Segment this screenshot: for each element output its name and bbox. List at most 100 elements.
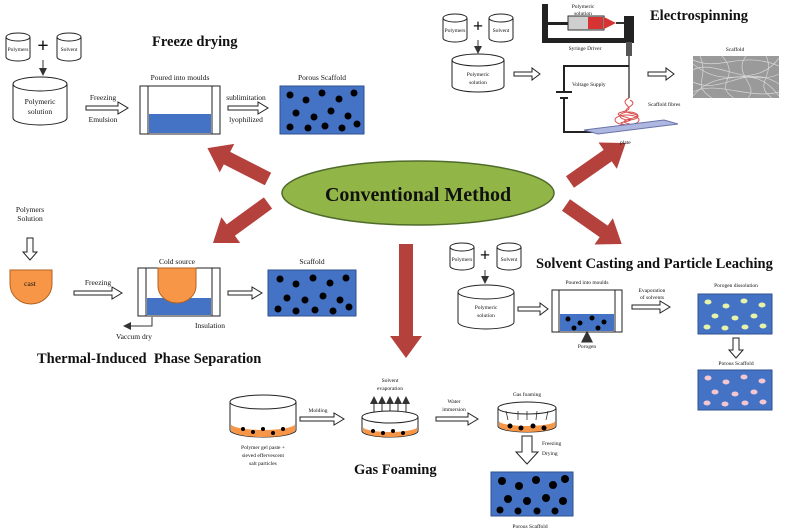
porogen-dissolution-label: Porogen dissolution [714, 283, 758, 289]
water-label-1: Water [448, 399, 461, 405]
porous-scaffold-block [279, 85, 365, 135]
step-sublimitation: sublimitation [226, 93, 266, 102]
hollow-arrow [513, 67, 541, 81]
step-emulsion: Emulsion [89, 115, 118, 124]
conventional-method-node: Conventional Method [281, 160, 555, 226]
fibre-scaffold-image [692, 55, 780, 99]
paste-dish [229, 394, 297, 438]
syringe-driver-label: Syringe Driver [569, 46, 602, 52]
hollow-arrow [299, 412, 345, 426]
vacuum-arrow [123, 317, 153, 330]
hollow-arrow [227, 101, 269, 115]
center-title: Conventional Method [325, 184, 511, 206]
solvent-evap-label-2: evaporation [377, 386, 403, 392]
sc-polymers-cylinder: Polymers [449, 242, 475, 271]
arrow-to-electrospinning [565, 142, 626, 188]
plus-icon: + [37, 35, 48, 57]
sc-mould [551, 289, 623, 333]
gf-scaffold-block [490, 471, 574, 517]
paste-label-2: sieved effervescent [242, 452, 285, 459]
electrospinning-title: Electrospinning [650, 8, 749, 24]
solvent-casting-section: Polymers + Solvent Solvent Casting and P… [449, 242, 774, 411]
gas-foaming-section: Polymer gel paste + sieved effervescent … [229, 378, 574, 530]
arrow-to-gas-foaming [390, 244, 422, 358]
hollow-arrow [435, 412, 479, 426]
es-scaffold-label: Scaffold [726, 46, 745, 53]
es-polymers-cylinder: Polymers [442, 13, 468, 43]
paste-label-1: Polymer gel paste + [241, 445, 285, 451]
cast-label: cast [24, 279, 37, 288]
cold-source-block [157, 267, 197, 304]
syringe-solution-label-2: solution [574, 11, 592, 17]
scaffold-fibres-label: Scaffold fibres [648, 101, 680, 108]
es-polymers-label: Polymers [445, 28, 466, 34]
tips-liquid [147, 298, 211, 315]
gf-porous-scaffold-label: Porous Scaffold [512, 523, 547, 530]
arrow-to-tips [212, 197, 273, 243]
sc-polymeric-label-2: solution [477, 313, 495, 319]
tips-polymers-label-2: Solution [17, 214, 43, 223]
sc-porous-scaffold-block [697, 369, 773, 411]
drying-label: Drying [542, 451, 558, 457]
hollow-arrow [227, 286, 263, 300]
sc-polymers-label: Polymers [452, 257, 473, 263]
voltage-circuit [556, 65, 629, 133]
polymers-label: Polymers [8, 47, 29, 53]
syringe-solution-label-1: Polymeric [572, 4, 595, 10]
gas-foaming-dish [497, 401, 557, 433]
polymeric-solution-cylinder: Polymeric solution [12, 76, 68, 126]
arrow-to-freeze-drying [207, 143, 272, 186]
polymeric-solution-label-1: Polymeric [25, 97, 56, 106]
tips-freezing-label: Freezing [85, 278, 111, 287]
hollow-arrow-down [727, 337, 745, 359]
collector-plate [583, 119, 679, 135]
polymers-cylinder: Polymers [5, 32, 31, 62]
arrow-to-solvent-casting [561, 199, 622, 245]
cold-source-label: Cold source [159, 257, 196, 266]
water-label-2: immersion [442, 407, 466, 413]
sc-polymeric-solution-cylinder: Polymeric solution [457, 284, 515, 330]
freeze-drying-title: Freeze drying [152, 34, 238, 50]
hollow-arrow-down [21, 237, 39, 261]
electrospinning-section: Electrospinning Polymers + Solvent Polym… [442, 4, 780, 146]
es-solvent-label: Solvent [493, 28, 510, 34]
plus-icon: + [480, 245, 490, 265]
solvent-label: Solvent [61, 47, 78, 53]
tips-scaffold-label: Scaffold [299, 257, 325, 266]
hollow-arrow [85, 101, 129, 115]
porogen-dissolution-block [697, 293, 773, 335]
sc-solvent-cylinder: Solvent [496, 242, 522, 271]
solvent-evap-label-1: Solvent [382, 378, 399, 384]
es-solvent-cylinder: Solvent [488, 13, 514, 43]
step-freezing: Freezing [90, 93, 116, 102]
evaporation-label-2: of solvents [640, 294, 664, 301]
hollow-arrow [631, 300, 671, 314]
tips-title: Thermal-Induced Phase Separation [37, 351, 261, 367]
tips-section: Polymers Solution cast Freezing Cold sou… [9, 205, 357, 367]
es-polymeric-label-2: solution [469, 80, 487, 86]
sc-solvent-label: Solvent [501, 257, 518, 263]
mould-liquid [149, 114, 211, 133]
hollow-arrow-down [514, 435, 540, 465]
step-lyophilized: lyophilized [229, 115, 263, 124]
center-ellipse [281, 160, 555, 226]
vacuum-dry-label: Vaccum dry [116, 332, 152, 341]
plate-label: plate [620, 140, 631, 146]
evaporation-label-1: Evaporation [639, 288, 666, 294]
voltage-supply-label: Voltage Supply [572, 82, 606, 88]
tips-scaffold-block [267, 269, 357, 317]
porous-scaffold-label: Porous Scaffold [298, 73, 346, 82]
freezing-label: Freezing [542, 441, 561, 447]
sc-porous-scaffold-label: Porous Scaffold [718, 360, 753, 367]
plus-icon: + [473, 16, 483, 36]
insulation-label: Insulation [195, 321, 225, 330]
evap-dish [361, 410, 419, 438]
sc-title: Solvent Casting and Particle Leaching [536, 256, 774, 272]
polymeric-solution-label-2: solution [28, 107, 52, 116]
es-polymeric-solution-cylinder: Polymeric solution [451, 53, 505, 93]
cast-mould: cast [9, 269, 53, 305]
gas-foaming-title: Gas Foaming [354, 462, 437, 478]
red-arrows [207, 142, 626, 358]
paste-label-3: salt particles [249, 461, 277, 467]
